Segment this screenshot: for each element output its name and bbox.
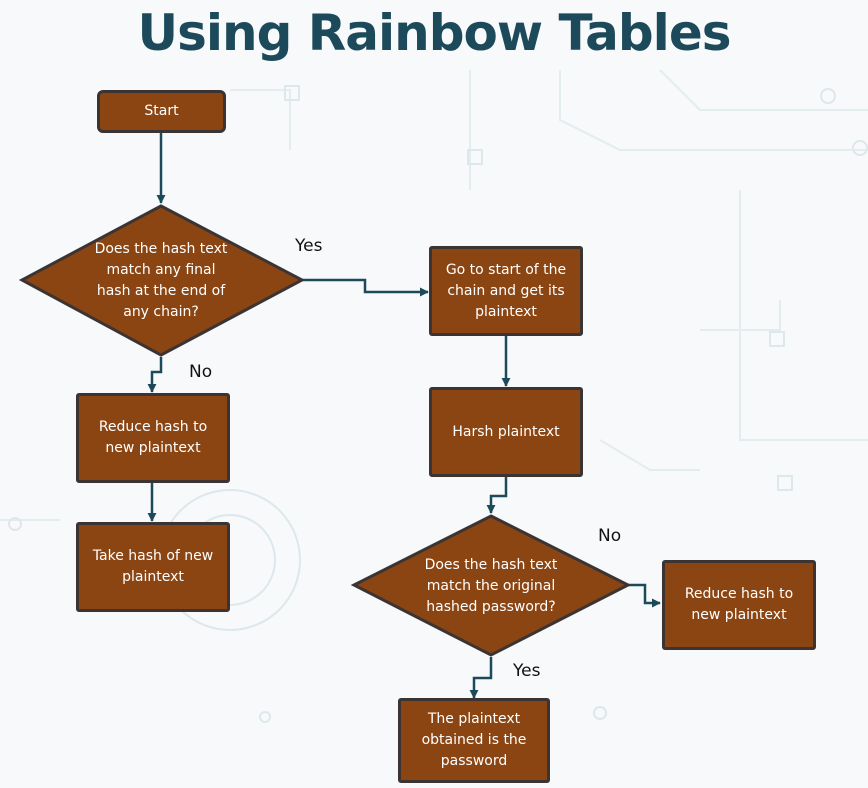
decision-diamond-bottom-shape — [350, 514, 632, 657]
arrow-harsh-to-decision — [486, 477, 508, 514]
go-to-start-node: Go to start of the chain and get its pla… — [429, 246, 583, 336]
arrow-yes-to-result — [469, 657, 493, 699]
label-no-right: No — [598, 526, 622, 546]
result-node: The plaintext obtained is the password — [398, 698, 550, 783]
harsh-plaintext-node: Harsh plaintext — [429, 387, 583, 477]
take-hash-node: Take hash of new plaintext — [76, 522, 230, 612]
arrow-no-to-reduce-hash — [147, 357, 163, 393]
page-title: Using Rainbow Tables — [137, 4, 731, 62]
decision-diamond-top-shape — [18, 204, 306, 357]
reduce-hash-right-node: Reduce hash to new plaintext — [662, 560, 816, 650]
arrow-no-to-reduce-hash-right — [628, 583, 661, 608]
decision-final-hash-text: Does the hash text match any final hash … — [94, 241, 228, 320]
label-no-left: No — [189, 362, 213, 382]
start-node: Start — [97, 90, 226, 133]
decision-original-text: Does the hash text match the original ha… — [424, 556, 558, 615]
arrow-yes-to-go-to-start — [302, 278, 429, 297]
reduce-hash-left-node: Reduce hash to new plaintext — [76, 393, 230, 483]
label-yes-bottom: Yes — [513, 661, 541, 681]
label-yes-top: Yes — [295, 236, 323, 256]
